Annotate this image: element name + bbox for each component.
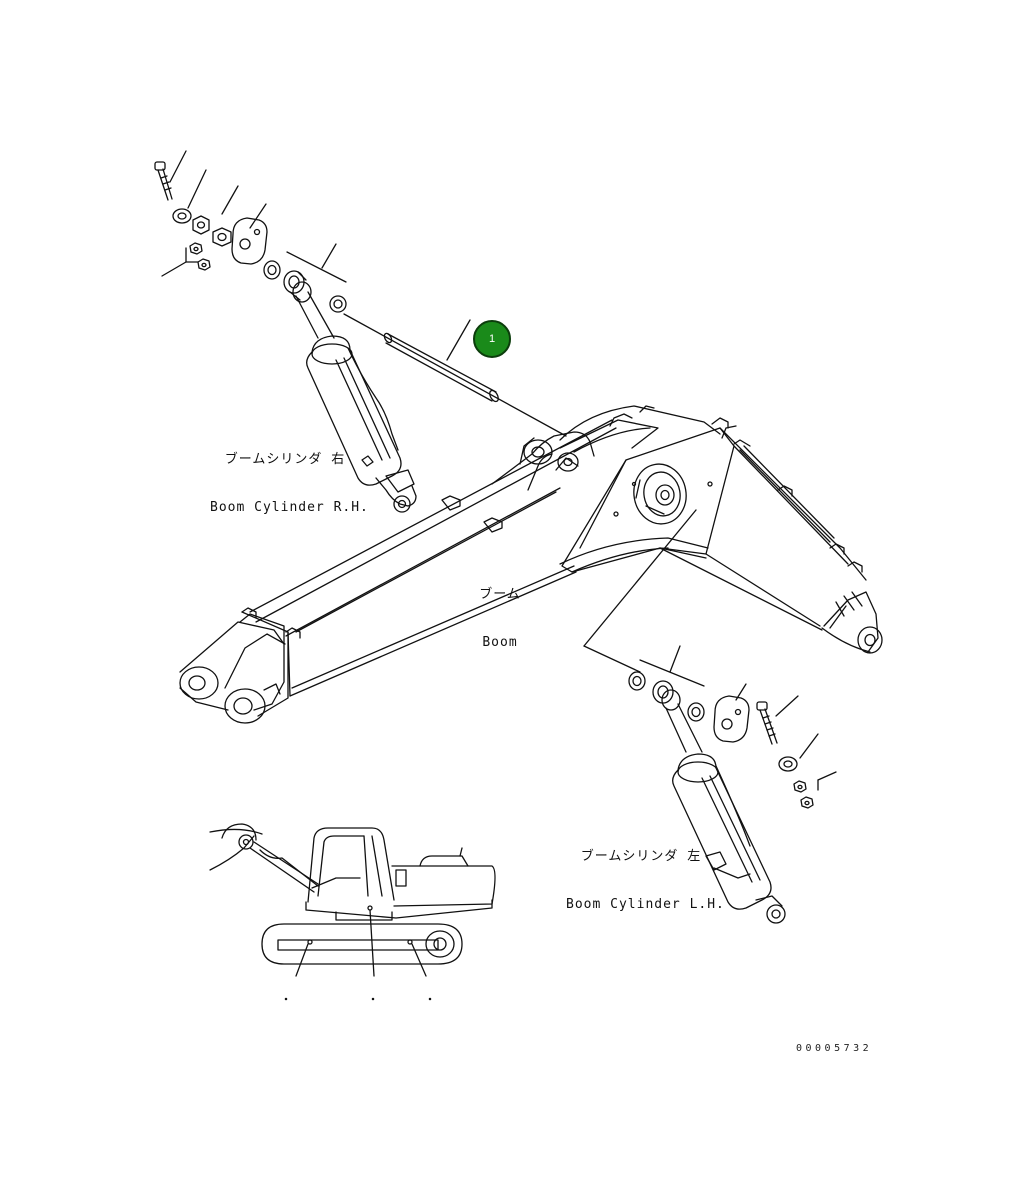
drawing-number: 00005732 <box>796 1043 873 1054</box>
washer-icon <box>192 215 210 235</box>
excavator-key-view <box>209 823 496 1001</box>
boom-structure <box>179 405 883 724</box>
lh-hardware-stack <box>628 671 814 809</box>
nut-icon <box>800 796 814 809</box>
washer-icon <box>687 702 705 722</box>
boom-label: ブーム Boom <box>470 555 530 667</box>
part-callout-1[interactable]: 1 <box>473 320 511 358</box>
washer-icon <box>263 260 281 280</box>
lock-plate-icon <box>231 217 268 265</box>
part-callout-number: 1 <box>488 333 496 345</box>
lh-leaders <box>583 509 837 791</box>
washer-icon <box>329 295 347 313</box>
washer-icon <box>628 671 646 691</box>
boom-cylinder-rh <box>295 291 417 513</box>
bushing-icon <box>283 270 312 303</box>
cylinder-lh-label-en: Boom Cylinder L.H. <box>566 897 725 912</box>
rh-hardware-stack <box>154 150 347 313</box>
nut-icon <box>793 780 807 793</box>
nut-icon <box>778 756 798 772</box>
lock-plate-icon <box>713 695 750 743</box>
nut-icon <box>197 258 211 271</box>
bolt-icon <box>756 701 778 745</box>
nut-icon <box>172 208 192 224</box>
nut-icon <box>189 242 203 255</box>
washer-icon <box>212 227 232 247</box>
boom-cylinder-lh <box>665 703 786 924</box>
cylinder-rh-label: ブームシリンダ 右 Boom Cylinder R.H. <box>210 420 369 532</box>
bolt-icon <box>154 161 173 201</box>
boom-label-en: Boom <box>482 635 518 650</box>
cylinder-lh-label-jp: ブームシリンダ 左 <box>580 849 702 864</box>
cylinder-lh-label: ブームシリンダ 左 Boom Cylinder L.H. <box>566 817 725 929</box>
bushing-icon <box>652 680 681 711</box>
pin-part <box>343 313 567 437</box>
cylinder-rh-label-en: Boom Cylinder R.H. <box>210 500 369 515</box>
cylinder-rh-label-jp: ブームシリンダ 右 <box>224 452 346 467</box>
boom-label-jp: ブーム <box>479 587 521 602</box>
